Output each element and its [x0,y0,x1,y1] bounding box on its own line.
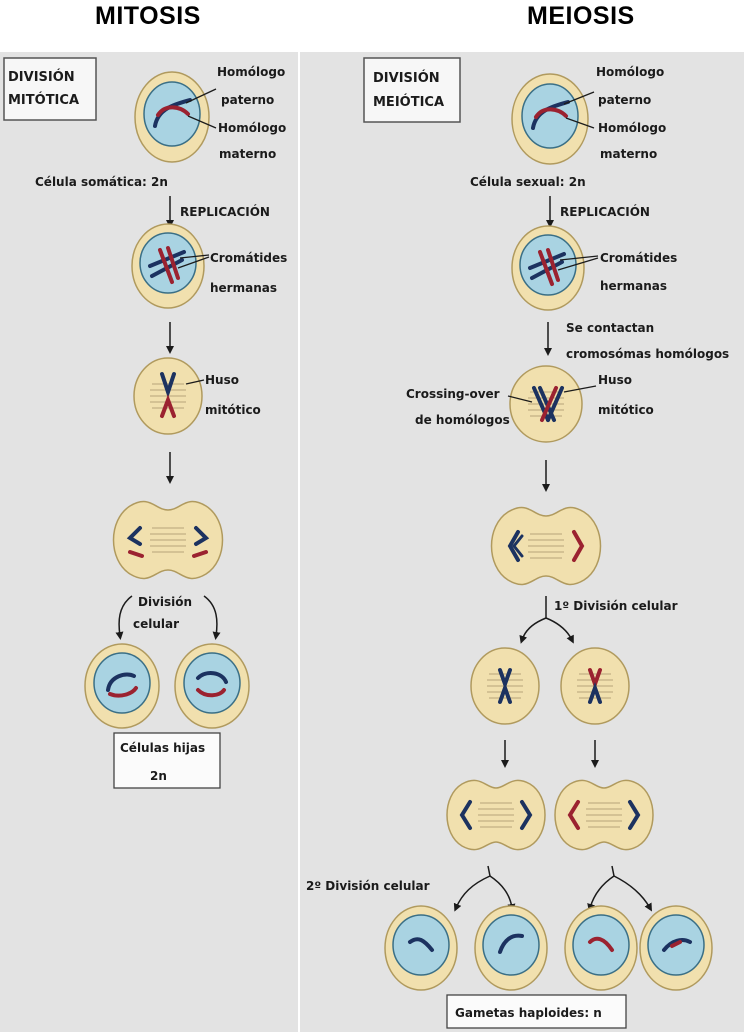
mitosis-daughter-cell-right [175,644,249,728]
mitosis-division-label-2: celular [133,617,179,631]
meiosis-replication-label: REPLICACIÓN [560,204,650,219]
meiosis-second-dividing-cell-right [555,780,653,849]
meiosis-replicated-cell [512,226,584,310]
mitosis-division-label-1: División [138,595,192,609]
meiosis-gamete-3 [565,906,637,990]
mitosis-spindle-label-1: Huso [205,373,239,387]
meiosis-dividing-cell [492,508,601,585]
meiosis-first-division-cell-right [561,648,629,724]
mitosis-replicated-cell [132,224,204,308]
meiosis-title-line1: DIVISIÓN [373,70,440,86]
meiosis-gamete-2 [475,906,547,990]
meiosis-second-division-label: 2º División celular [306,879,430,893]
meiosis-chromatids-label-2: hermanas [600,279,667,293]
meiosis-result-label: Gametas haploides: n [455,1006,602,1020]
meiosis-first-division-label: 1º División celular [554,599,678,613]
mitosis-spindle-cell [134,358,202,434]
mitosis-title-box [4,58,96,120]
mitosis-spindle-label-2: mitótico [205,403,261,417]
meiosis-crossing-label-2: de homólogos [415,413,510,427]
mitosis-chromatids-label-1: Cromátides [210,251,287,265]
mitosis-title-line1: DIVISIÓN [8,69,75,85]
meiosis-contact-label-1: Se contactan [566,321,654,335]
mitosis-result-label-2: 2n [150,769,167,783]
meiosis-maternal-label-1: Homólogo [598,121,666,135]
meiosis-crossing-label-1: Crossing-over [406,387,500,401]
meiosis-gamete-1 [385,906,457,990]
meiosis-first-division-cell-left [471,648,539,724]
meiosis-crossing-over-cell [510,366,582,442]
meiosis-chromatids-label-1: Cromátides [600,251,677,265]
mitosis-paternal-label-2: paterno [221,93,274,107]
meiosis-sexual-cell [512,74,588,164]
meiosis-title-box [364,58,460,122]
mitosis-dividing-cell [114,502,223,579]
mitosis-replication-label: REPLICACIÓN [180,204,270,219]
mitosis-chromatids-label-2: hermanas [210,281,277,295]
meiosis-paternal-label-1: Homólogo [596,65,664,79]
meiosis-title-line2: MEIÓTICA [373,94,444,110]
mitosis-title-line2: MITÓTICA [8,92,79,108]
mitosis-somatic-cell [135,72,209,162]
meiosis-maternal-label-2: materno [600,147,657,161]
meiosis-spindle-label-1: Huso [598,373,632,387]
mitosis-maternal-label-1: Homólogo [218,121,286,135]
meiosis-paternal-label-2: paterno [598,93,651,107]
meiosis-gamete-4 [640,906,712,990]
mitosis-result-label-1: Células hijas [120,741,205,755]
meiosis-contact-label-2: cromosómas homólogos [566,347,729,361]
mitosis-maternal-label-2: materno [219,147,276,161]
meiosis-cell-label: Célula sexual: 2n [470,175,586,189]
meiosis-second-dividing-cell-left [447,780,545,849]
mitosis-daughter-cell-left [85,644,159,728]
meiosis-spindle-label-2: mitótico [598,403,654,417]
mitosis-cell-label: Célula somática: 2n [35,175,168,189]
mitosis-paternal-label-1: Homólogo [217,65,285,79]
